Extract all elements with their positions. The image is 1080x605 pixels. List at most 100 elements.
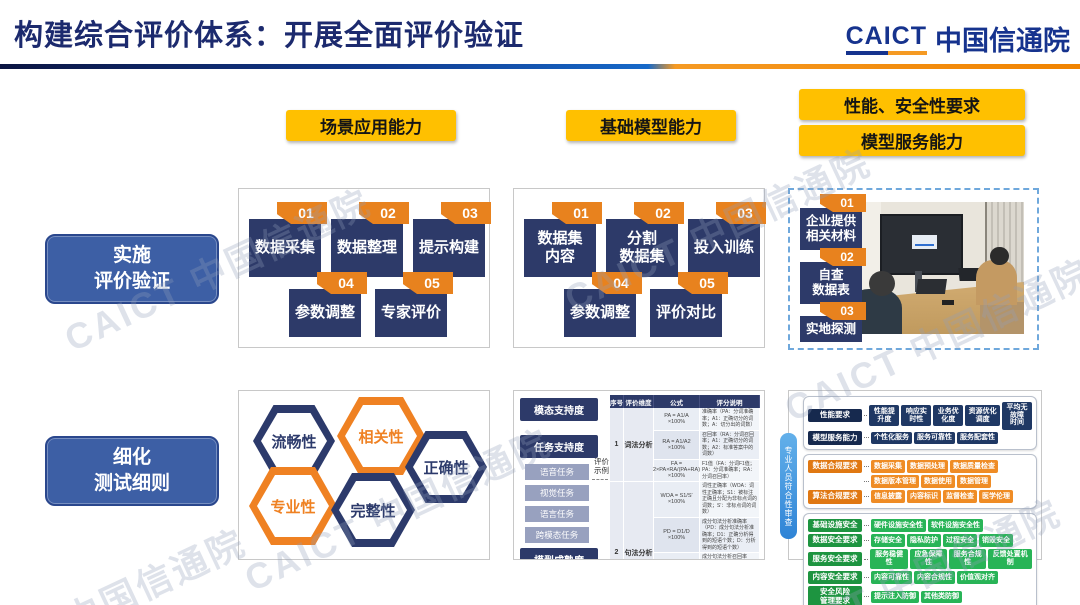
- sidebar-task-item: 语言任务: [524, 504, 590, 523]
- requirements-group: 基础设施安全硬件设施安全性软件设施安全性数据安全要求存储安全隐私防护过程安全销毁…: [803, 513, 1037, 605]
- capability-label-perf-security: 性能、安全性要求: [799, 89, 1025, 120]
- requirement-chip: 其他类防御: [921, 590, 962, 604]
- requirements-row: 安全风险 管理要求提示注入防御其他类防御: [808, 585, 1032, 605]
- photo-person-right: [976, 260, 1018, 305]
- requirements-row-label: 基础设施安全: [808, 518, 862, 533]
- step-number-tag: 03: [716, 202, 766, 224]
- connector-line: [864, 466, 869, 467]
- caict-logo-underline: [845, 51, 927, 55]
- requirement-chip: 硬件设施安全性: [871, 519, 926, 532]
- capability-label-model: 基础模型能力: [566, 110, 736, 141]
- photo-person-left-head: [869, 270, 895, 296]
- photo-person-right-head: [990, 246, 1009, 266]
- rubric-cell-no: 2: [610, 482, 624, 559]
- rubric-cell-formula: RA = A1/A2 ×100%: [654, 430, 700, 460]
- stage-label-line: 测试细则: [93, 473, 170, 494]
- requirements-row: 数据合规要求数据采集数据预处理数据质量检查: [808, 459, 1032, 474]
- rubric-cell-formula: PA = A1/A ×100%: [654, 408, 700, 431]
- rubric-cell-desc: 词性正确率（WOA：词性正确率；S1：被标注正确且分配为非标点词的词数；S′：非…: [700, 482, 760, 518]
- requirements-row: 模型服务能力个性化服务服务可靠性服务配套性: [808, 431, 1032, 445]
- requirement-chip: 服务稳健性: [870, 548, 908, 570]
- requirement-chip: 服务配套性: [957, 431, 998, 445]
- requirements-row-label: 模型服务能力: [808, 431, 862, 445]
- sidebar-task-item: 视觉任务: [524, 483, 590, 502]
- requirement-chip: 个性化服务: [871, 431, 912, 445]
- rubric-cell-no: 1: [610, 408, 624, 482]
- hexagon-正确性: 正确性: [405, 431, 487, 503]
- title-divider: [0, 64, 1080, 69]
- requirements-groups: 性能要求性能提升度响应实时性业务优化度资源优化调度平均无故障 时间模型服务能力个…: [803, 396, 1037, 605]
- requirements-row-label: 数据安全要求: [808, 533, 862, 548]
- sidebar-maturity: 模型成熟度: [520, 548, 598, 559]
- rubric-header-cell: 公式: [654, 395, 700, 408]
- rubric-cell-dimension: 句法分析: [624, 482, 654, 559]
- requirements-row: 数据安全要求存储安全隐私防护过程安全销毁安全: [808, 533, 1032, 548]
- requirement-chip: 隐私防护: [907, 534, 941, 547]
- connector-line: [864, 540, 869, 541]
- hexagon-fill: [339, 481, 407, 539]
- requirements-row: 性能要求性能提升度响应实时性业务优化度资源优化调度平均无故障 时间: [808, 401, 1032, 430]
- requirement-chip: 信息披露: [871, 490, 905, 504]
- meeting-photo: [854, 202, 1024, 334]
- requirement-chip: 响应实时性: [901, 405, 932, 426]
- caict-logo: CAICT 中国信通院: [845, 24, 1070, 55]
- connector-line: [864, 496, 869, 498]
- hexagon-fill: [345, 405, 417, 467]
- requirement-chip: 价值观对齐: [957, 571, 998, 584]
- requirement-chip: 数据使用: [921, 475, 955, 488]
- step-number-tag: 02: [359, 202, 409, 224]
- hexagon-完整性: 完整性: [331, 473, 415, 547]
- requirement-chip: 数据管理: [957, 475, 991, 488]
- rubric-panel: 模态支持度任务支持度语音任务视觉任务语言任务跨模态任务模型成熟度语言理解文书生成…: [513, 390, 765, 560]
- hexagon-专业性: 专业性: [249, 467, 337, 545]
- step-number-tag: 02: [634, 202, 684, 224]
- requirements-row: 内容安全要求内容可靠性内容合规性价值观对齐: [808, 570, 1032, 585]
- sidebar-modal-support: 模态支持度: [520, 398, 598, 421]
- requirement-chip: 内容可靠性: [871, 571, 912, 584]
- connector-line: [864, 558, 869, 560]
- page-title: 构建综合评价体系：开展全面评价验证: [14, 20, 525, 52]
- capability-label-service: 模型服务能力: [799, 125, 1025, 156]
- photo-screen-dialog: [911, 235, 938, 249]
- requirement-chip: 服务可靠性: [914, 431, 955, 445]
- requirement-chip: 反馈处置机制: [988, 548, 1032, 570]
- stage-label-refine: 细化 测试细则: [45, 436, 219, 506]
- requirement-chip: 数据采集: [871, 460, 905, 473]
- stage-label-implement: 实施 评价验证: [45, 234, 219, 304]
- requirements-group: 数据合规要求数据采集数据预处理数据质量检查·数据版本管理数据使用数据管理算法合规…: [803, 454, 1037, 510]
- hexagon-fill: [261, 413, 327, 469]
- stage-label-line: 评价验证: [93, 271, 170, 292]
- connector-line: [864, 481, 869, 483]
- requirements-row-label: 内容安全要求: [808, 570, 862, 585]
- photo-wall-screen: [879, 213, 964, 275]
- step-number-tag: 03: [441, 202, 491, 224]
- connector-line: [864, 577, 869, 578]
- requirement-chip: 数据预处理: [907, 460, 948, 473]
- hexagon-label: 完整性: [350, 502, 396, 520]
- requirement-chip: 应急保障性: [909, 548, 948, 570]
- rubric-cell-formula: PD = D1/D ×100%: [654, 517, 700, 553]
- rubric-cell-desc: 准确率（PA：分词准确率；A1：正确切分的词数；A：切分出的词数）: [700, 408, 760, 431]
- requirement-chip: 性能提升度: [869, 405, 900, 426]
- step-number-tag: 02: [820, 248, 866, 266]
- rubric-cell-formula: RD = D1/D2 ×100%: [654, 553, 700, 559]
- requirement-chip: 过程安全: [943, 534, 977, 547]
- requirement-chip: 内容合规性: [914, 571, 955, 584]
- hexagon-流畅性: 流畅性: [253, 405, 335, 477]
- hexagon-label: 流畅性: [271, 433, 317, 451]
- requirement-chip: 资源优化调度: [965, 405, 1001, 426]
- requirements-row: 服务安全要求服务稳健性应急保障性服务合规性反馈处置机制: [808, 548, 1032, 570]
- requirement-chip: 软件设施安全性: [928, 519, 983, 532]
- requirement-chip: 平均无故障 时间: [1002, 401, 1032, 430]
- requirement-chip: 业务优化度: [933, 405, 964, 426]
- hexagon-fill: [413, 439, 479, 495]
- requirements-row: 基础设施安全硬件设施安全性软件设施安全性: [808, 518, 1032, 533]
